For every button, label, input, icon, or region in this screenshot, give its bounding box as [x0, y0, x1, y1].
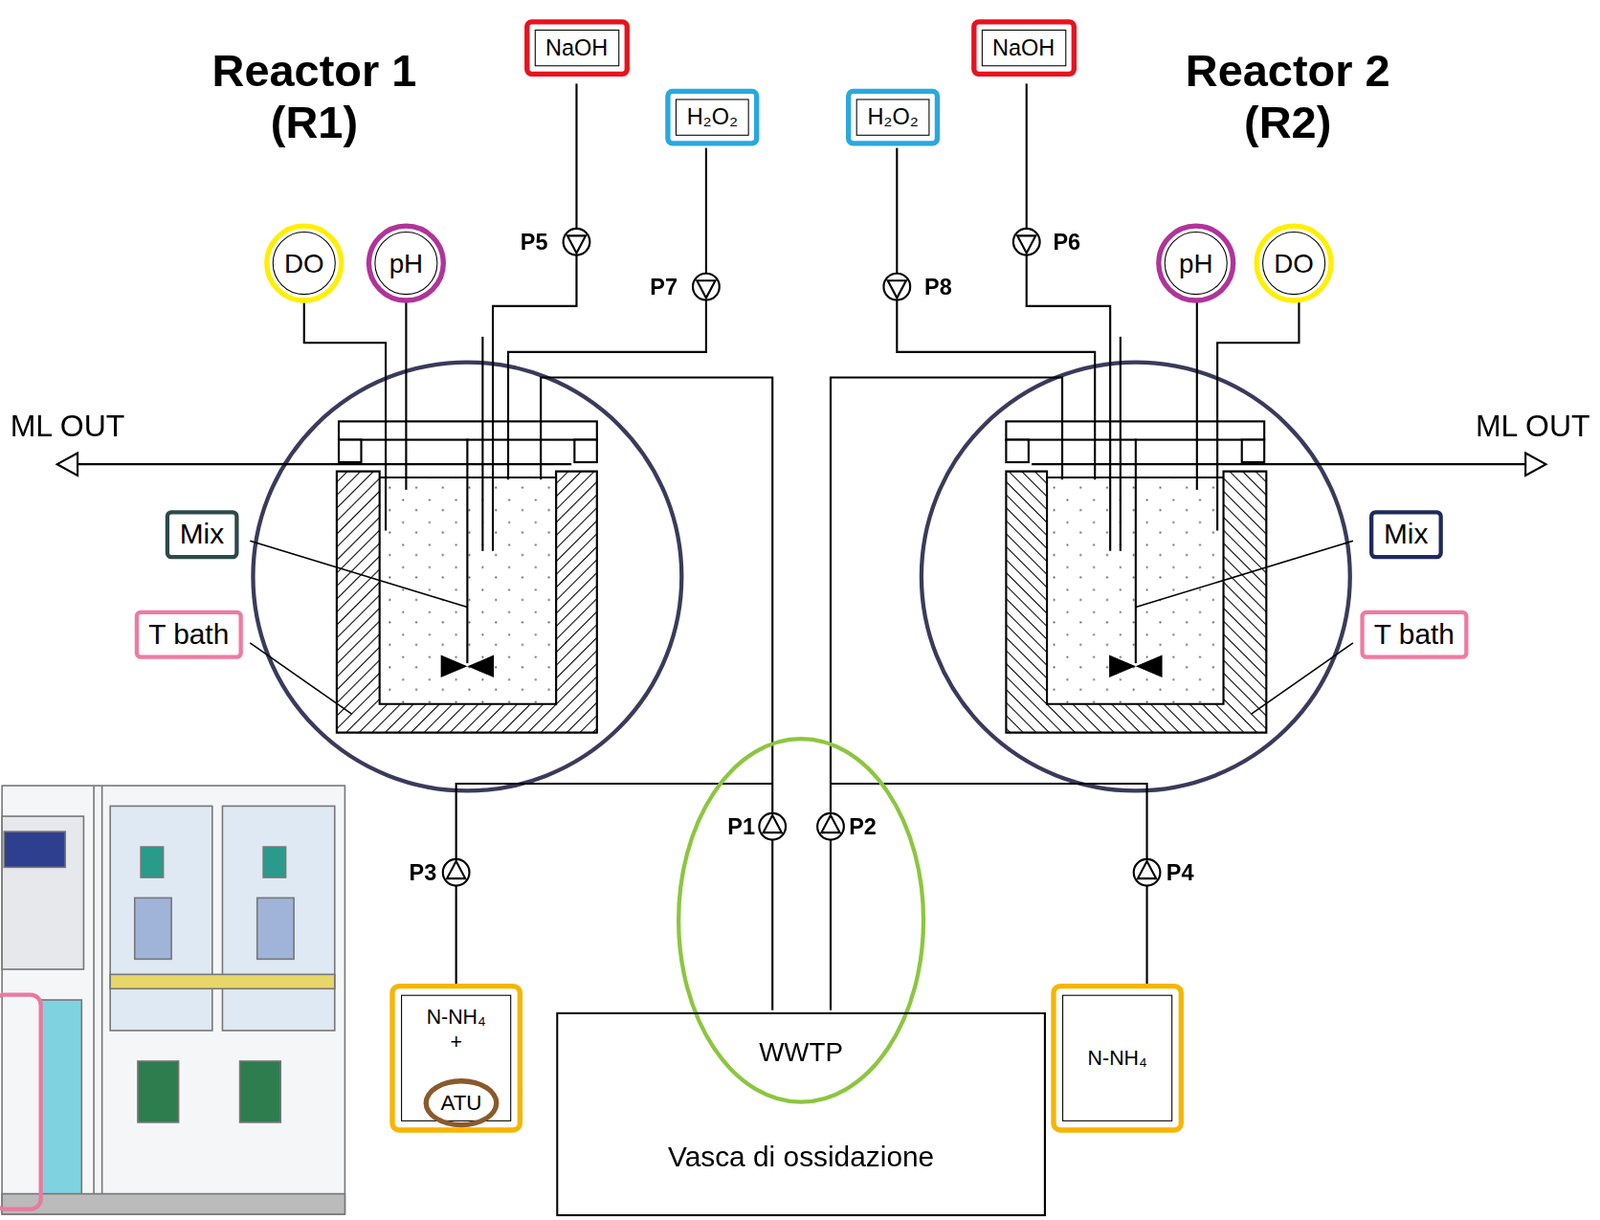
node-box: H₂O₂ — [665, 88, 759, 147]
pump-label: P8 — [924, 273, 953, 300]
node-label: T bath — [1374, 618, 1455, 651]
node-label: pH — [1178, 247, 1213, 280]
pump-label: P1 — [727, 813, 756, 840]
node-label: ATU — [440, 1090, 482, 1116]
outlet-label: ML OUT — [1475, 408, 1591, 445]
node-subtitle: Vasca di ossidazione — [557, 1140, 1045, 1174]
outlet-label: ML OUT — [10, 408, 126, 445]
sensor-circle: pH — [366, 223, 446, 304]
node-label: Mix — [179, 518, 224, 552]
node-label: H₂O₂ — [687, 104, 738, 132]
inner-circle: DO — [272, 231, 336, 295]
node-box: WWTP Vasca di ossidazione — [555, 1012, 1046, 1217]
inner-circle: pH — [374, 231, 438, 295]
pump-label: P2 — [848, 813, 877, 840]
inner-box: NaOH — [980, 29, 1067, 67]
inner-box: NaOH — [533, 29, 620, 67]
pump-label: P3 — [409, 859, 438, 886]
node-box: T bath — [133, 610, 244, 660]
sensor-circle: pH — [1155, 223, 1236, 304]
node-box: Mix — [165, 510, 239, 559]
inner-box: N-NH₄ — [1062, 995, 1173, 1122]
node-box: Mix — [1369, 510, 1443, 559]
sensor-circle: DO — [264, 223, 344, 304]
pump-label: P6 — [1052, 228, 1081, 255]
node-label: Mix — [1383, 518, 1428, 552]
inner-circle: pH — [1164, 231, 1228, 295]
inner-box: H₂O₂ — [675, 98, 750, 135]
additive-ellipse: ATU — [423, 1078, 500, 1128]
node-label: pH — [389, 247, 423, 280]
node-label: DO — [284, 247, 325, 280]
node-label: WWTP — [557, 1036, 1045, 1068]
node-box: T bath — [1359, 610, 1469, 660]
reactor-title: Reactor 1 (R1) — [176, 44, 452, 149]
node-label: DO — [1273, 247, 1314, 280]
reactor-assembly — [57, 83, 786, 1010]
node-label: H₂O₂ — [866, 104, 918, 132]
node-label: NaOH — [992, 34, 1055, 62]
sensor-circle: DO — [1254, 223, 1334, 304]
node-box: NaOH — [524, 19, 630, 77]
node-box: H₂O₂ — [845, 88, 940, 147]
node-label: NaOH — [545, 34, 608, 62]
node-label: N-NH₄ — [1088, 1046, 1148, 1071]
pump-label: P4 — [1166, 859, 1195, 886]
pump-label: P5 — [520, 228, 549, 255]
inner-circle: DO — [1262, 231, 1326, 295]
node-box: N-NH₄ — [1050, 983, 1184, 1134]
pump-label: P7 — [649, 273, 678, 300]
node-label: N-NH₄ + — [418, 1003, 494, 1055]
node-label: T bath — [148, 618, 229, 651]
equipment-illustration — [0, 785, 345, 1215]
reactor-title: Reactor 2 (R2) — [1150, 44, 1426, 149]
node-box: NaOH — [971, 19, 1077, 77]
node-box: N-NH₄ + ATU — [389, 983, 523, 1134]
reactor-assembly-mirror — [817, 83, 1546, 1010]
inner-box: H₂O₂ — [856, 98, 931, 135]
